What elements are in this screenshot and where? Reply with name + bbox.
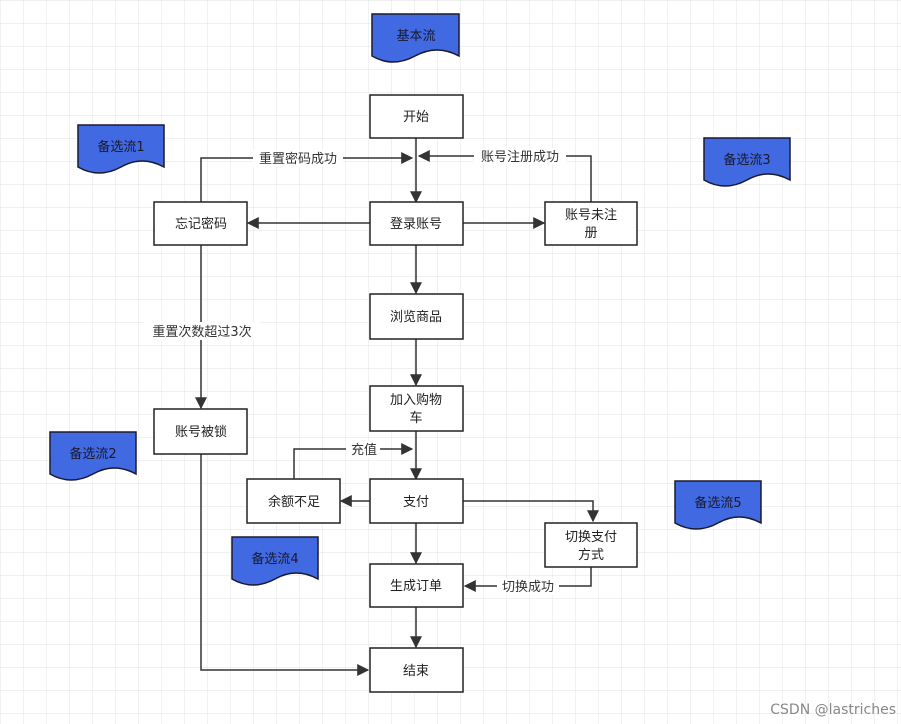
- svg-text:账号未注: 账号未注: [565, 208, 617, 223]
- watermark: CSDN @lastriches: [770, 702, 896, 718]
- doc-alt-flow-3[interactable]: 备选流3: [703, 137, 791, 187]
- svg-text:登录账号: 登录账号: [390, 217, 442, 232]
- doc-alt-flow-5[interactable]: 备选流5: [674, 480, 762, 530]
- label-register-success: 账号注册成功: [481, 150, 559, 165]
- svg-text:车: 车: [409, 410, 422, 426]
- label-reset-over3: 重置次数超过3次: [152, 324, 251, 340]
- svg-text:备选流5: 备选流5: [694, 495, 741, 511]
- svg-text:基本流: 基本流: [396, 29, 435, 44]
- label-recharge: 充值: [351, 442, 377, 458]
- svg-text:加入购物: 加入购物: [390, 392, 442, 408]
- node-browse[interactable]: 浏览商品: [369, 293, 464, 340]
- svg-text:备选流3: 备选流3: [723, 152, 770, 168]
- node-login[interactable]: 登录账号: [369, 201, 464, 246]
- svg-text:切换支付: 切换支付: [565, 530, 617, 545]
- svg-text:方式: 方式: [578, 547, 604, 563]
- node-switch-payment[interactable]: 切换支付 方式: [544, 522, 638, 568]
- svg-text:备选流1: 备选流1: [97, 139, 144, 155]
- svg-text:册: 册: [584, 226, 597, 241]
- svg-text:开始: 开始: [403, 110, 429, 125]
- edge-labels: 重置密码成功 账号注册成功 重置次数超过3次 充值 切换成功: [144, 148, 566, 595]
- svg-text:结束: 结束: [403, 664, 429, 679]
- doc-alt-flow-4[interactable]: 备选流4: [231, 536, 319, 586]
- label-switch-success: 切换成功: [502, 580, 554, 595]
- svg-text:备选流4: 备选流4: [251, 551, 298, 567]
- doc-alt-flow-2[interactable]: 备选流2: [49, 431, 137, 481]
- node-create-order[interactable]: 生成订单: [369, 563, 464, 608]
- node-unregistered[interactable]: 账号未注 册: [544, 201, 638, 246]
- svg-text:忘记密码: 忘记密码: [175, 216, 227, 232]
- node-start[interactable]: 开始: [369, 94, 464, 139]
- svg-text:浏览商品: 浏览商品: [390, 309, 442, 325]
- edge-locked-end: [200, 454, 370, 676]
- label-reset-success: 重置密码成功: [259, 151, 337, 167]
- doc-basic-flow[interactable]: 基本流: [371, 13, 460, 63]
- svg-text:生成订单: 生成订单: [390, 579, 442, 594]
- svg-text:账号被锁: 账号被锁: [175, 424, 227, 440]
- doc-alt-flow-1[interactable]: 备选流1: [77, 124, 165, 174]
- node-end[interactable]: 结束: [369, 647, 464, 693]
- node-locked[interactable]: 账号被锁: [153, 408, 248, 455]
- svg-text:余额不足: 余额不足: [268, 494, 320, 510]
- node-add-cart[interactable]: 加入购物 车: [369, 385, 464, 432]
- node-pay[interactable]: 支付: [369, 478, 464, 524]
- svg-text:备选流2: 备选流2: [69, 446, 116, 462]
- node-forgot-password[interactable]: 忘记密码: [153, 201, 248, 246]
- node-insufficient[interactable]: 余额不足: [246, 478, 341, 524]
- svg-text:支付: 支付: [403, 495, 429, 510]
- edge-pay-switch: [463, 500, 599, 523]
